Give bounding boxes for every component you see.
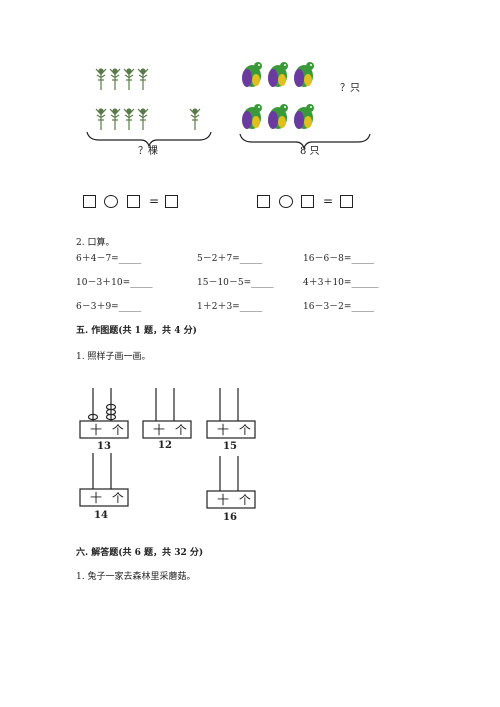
tree-icon bbox=[189, 108, 201, 130]
birds-total: 8 只 bbox=[300, 146, 320, 157]
bird-icon bbox=[268, 62, 288, 87]
trees-illustration bbox=[86, 68, 212, 148]
left-brace bbox=[86, 131, 212, 148]
tree-icon bbox=[95, 108, 107, 130]
calc-item[interactable]: 4＋3＋10=______ bbox=[303, 278, 379, 288]
answer-box[interactable] bbox=[127, 195, 140, 208]
beads-ones bbox=[105, 403, 117, 421]
bird-icon bbox=[294, 104, 314, 129]
tree-icon bbox=[95, 68, 107, 90]
calc-item[interactable]: 15－10－5=_____ bbox=[197, 278, 274, 288]
tree-icon bbox=[109, 108, 121, 130]
tree-icon bbox=[137, 108, 149, 130]
abacus-frame-label: 十 个 bbox=[90, 491, 127, 505]
abacus-frame-label: 十 个 bbox=[153, 423, 190, 437]
section-6-title: 六. 解答题(共 6 题，共 32 分) bbox=[76, 548, 204, 558]
calc-item[interactable]: 6＋4－7=_____ bbox=[76, 254, 142, 264]
section-5-question-1: 1. 照样子画一画。 bbox=[76, 352, 151, 362]
abacus-number: 12 bbox=[158, 440, 172, 451]
bird-icon bbox=[268, 104, 288, 129]
section-6-question-1: 1. 兔子一家去森林里采蘑菇。 bbox=[76, 572, 196, 582]
calc-item[interactable]: 5－2＋7=_____ bbox=[197, 254, 263, 264]
abacus-frame-label: 十 个 bbox=[90, 423, 127, 437]
section-5-title: 五. 作图题(共 1 题，共 4 分) bbox=[76, 326, 197, 336]
calc-item[interactable]: 1＋2＋3=_____ bbox=[197, 302, 263, 312]
bead-tens bbox=[87, 413, 99, 421]
operator-circle[interactable] bbox=[279, 195, 293, 208]
calc-item[interactable]: 16－6－8=_____ bbox=[303, 254, 374, 264]
answer-box[interactable] bbox=[301, 195, 314, 208]
tree-icon bbox=[137, 68, 149, 90]
answer-box[interactable] bbox=[165, 195, 178, 208]
abacus-13 bbox=[79, 388, 129, 439]
tree-icon bbox=[109, 68, 121, 90]
answer-box[interactable] bbox=[257, 195, 270, 208]
calc-item[interactable]: 16－3－2=_____ bbox=[303, 302, 374, 312]
abacus-number: 14 bbox=[94, 510, 108, 521]
equals-sign: = bbox=[149, 194, 160, 208]
abacus-frame-label: 十 个 bbox=[217, 423, 254, 437]
trees-question: ？棵 bbox=[138, 146, 158, 157]
abacus-15 bbox=[206, 388, 256, 439]
calc-item[interactable]: 10－3＋10=_____ bbox=[76, 278, 153, 288]
abacus-number: 15 bbox=[223, 441, 237, 452]
tree-icon bbox=[123, 68, 135, 90]
bird-icon bbox=[294, 62, 314, 87]
answer-box[interactable] bbox=[340, 195, 353, 208]
calc-item[interactable]: 6－3＋9=_____ bbox=[76, 302, 142, 312]
oral-calc-heading: 2. 口算。 bbox=[76, 238, 115, 248]
equals-sign: = bbox=[323, 194, 334, 208]
abacus-frame-label: 十 个 bbox=[217, 493, 254, 507]
operator-circle[interactable] bbox=[104, 195, 118, 208]
answer-box[interactable] bbox=[83, 195, 96, 208]
abacus-number: 13 bbox=[97, 441, 111, 452]
birds-illustration bbox=[239, 62, 371, 150]
right-brace bbox=[239, 133, 371, 150]
birds-question: ？只 bbox=[340, 83, 360, 94]
abacus-12 bbox=[142, 388, 192, 439]
abacus-number: 16 bbox=[223, 512, 237, 523]
bird-icon bbox=[242, 62, 262, 87]
abacus-14 bbox=[79, 453, 129, 507]
bird-icon bbox=[242, 104, 262, 129]
abacus-16 bbox=[206, 456, 256, 509]
tree-icon bbox=[123, 108, 135, 130]
abacus-diagrams bbox=[79, 388, 256, 509]
